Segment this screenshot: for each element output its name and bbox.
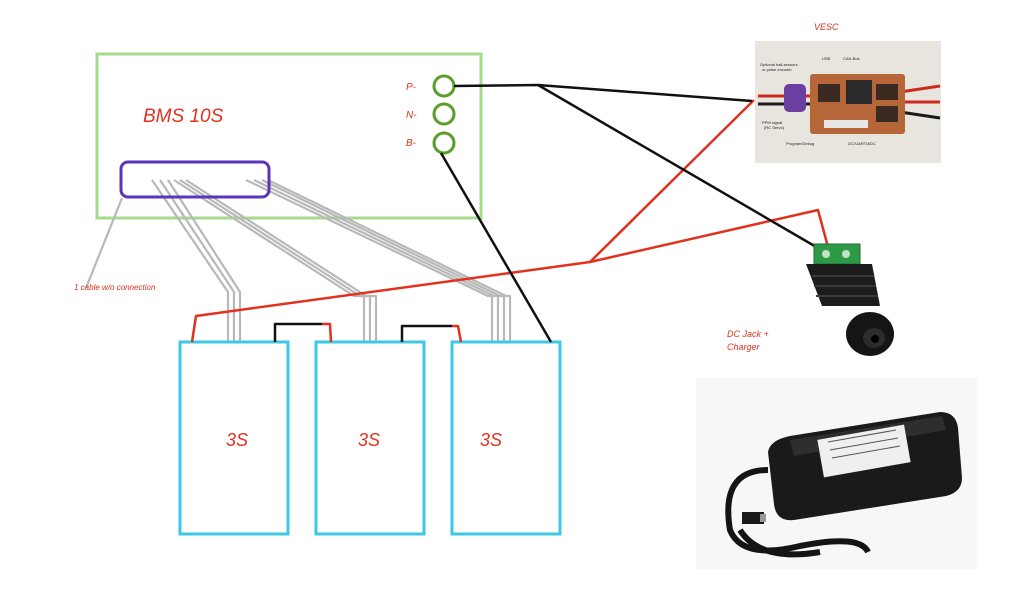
pack-1-label: 3S: [226, 430, 248, 450]
bms-box: [95, 52, 483, 220]
vesc-label-servo: (RC Servo): [764, 125, 785, 130]
unconnected-cable-note: 1 cable w/o connection: [74, 283, 156, 292]
pin-n-terminal: [432, 102, 456, 126]
battery-pack-1: [178, 340, 290, 536]
balance-connector: [119, 160, 271, 199]
p-minus-wire: [453, 83, 753, 103]
dc-jack-photo: [806, 243, 894, 356]
vesc-label-encoder: or pulse encoder: [762, 67, 792, 72]
pack-3-label: 3S: [480, 430, 502, 450]
charger-negative-wire: [537, 83, 819, 250]
vesc-label-ppm: PPM signal: [762, 120, 782, 125]
pin-p-terminal: [432, 74, 456, 98]
battery-pack-2: [314, 340, 426, 536]
pin-label-p: P-: [406, 82, 417, 93]
vesc-label-canbus: CAN-Bus: [843, 56, 860, 61]
dc-jack-label-line2: Charger: [727, 342, 761, 352]
vesc-positive-wire: [589, 99, 755, 263]
dc-jack-label-line1: DC Jack +: [727, 329, 769, 339]
pack-2-label: 3S: [358, 430, 380, 450]
bms-title: BMS 10S: [143, 106, 224, 127]
pin-label-n: N-: [406, 110, 417, 121]
pin-label-b: B-: [406, 138, 417, 149]
b-minus-wire: [439, 152, 553, 343]
charger-photo: [696, 378, 977, 569]
series-links: [273, 322, 463, 343]
battery-pack-3: [450, 340, 562, 536]
vesc-label-usb: USB: [822, 56, 831, 61]
pin-b-terminal: [432, 131, 456, 155]
vesc-label-hall: Optional hall-sensors: [760, 62, 798, 67]
vesc-photo: VESC Optional hall-sensors or pulse enco…: [755, 22, 941, 163]
vesc-title: VESC: [814, 22, 839, 32]
vesc-label-i2c: I2C/UART/ADC: [848, 141, 876, 146]
balance-wires: [84, 179, 512, 342]
vesc-label-program: Program/Debug: [786, 141, 814, 146]
